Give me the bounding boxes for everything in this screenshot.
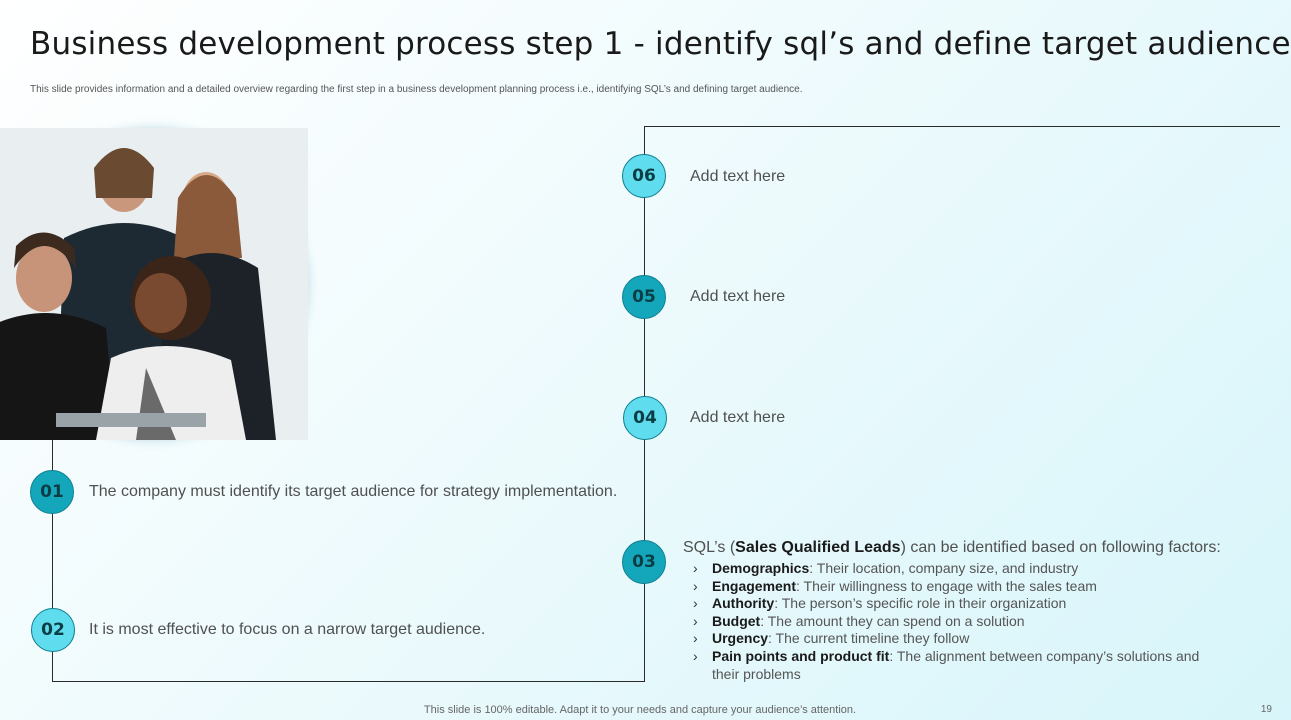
team-photo [0, 128, 308, 440]
step-04-badge: 04 [623, 396, 667, 440]
chevron-right-icon: › [693, 577, 698, 594]
factor-label: Engagement [712, 577, 797, 594]
timeline-top-line [644, 126, 1280, 127]
step-02-text: It is most effective to focus on a narro… [89, 621, 486, 638]
step-03-badge: 03 [622, 540, 666, 584]
factor-text: : The person’s specific role in their or… [774, 595, 1067, 612]
chevron-right-icon: › [693, 560, 698, 576]
step-03-content: SQL’s (Sales Qualified Leads) can be ide… [683, 538, 1223, 683]
page-subtitle: This slide provides information and a de… [30, 84, 803, 95]
step-06-text: Add text here [690, 168, 786, 185]
factor-text: : The alignment between company’s soluti… [712, 647, 1200, 682]
step-04-text: Add text here [690, 409, 786, 426]
factor-label: Budget [712, 612, 761, 629]
chevron-right-icon: › [693, 612, 698, 629]
footer-note: This slide is 100% editable. Adapt it to… [423, 704, 857, 716]
factor-text: : Their willingness to engage with the s… [796, 577, 1097, 594]
sql-factor-item: › Budget: The amount they can spend on a … [693, 613, 1223, 631]
chevron-right-icon: › [693, 595, 698, 612]
factor-text: : The amount they can spend on a solutio… [760, 612, 1025, 629]
factor-label: Pain points and product fit [712, 647, 890, 664]
factor-label: Demographics [712, 560, 810, 576]
factor-label: Authority [712, 595, 775, 612]
sql-intro-prefix: SQL’s ( [683, 539, 736, 556]
sql-factor-list: › Demographics: Their location, company s… [683, 560, 1223, 683]
sql-factor-item: › Authority: The person’s specific role i… [693, 595, 1223, 613]
sql-intro-suffix: ) can be identified based on following f… [900, 539, 1221, 556]
step-01-text: The company must identify its target aud… [89, 483, 618, 500]
step-02-badge: 02 [31, 608, 75, 652]
chevron-right-icon: › [693, 647, 698, 664]
sql-factor-item: › Pain points and product fit: The alignm… [693, 648, 1223, 683]
timeline-bottom-line [52, 681, 645, 682]
chevron-right-icon: › [693, 630, 698, 647]
timeline-left-vertical-line [52, 405, 53, 682]
step-06-badge: 06 [622, 154, 666, 198]
sql-factor-item: › Urgency: The current timeline they foll… [693, 630, 1223, 648]
sql-intro-bold: Sales Qualified Leads [735, 539, 901, 556]
page-number: 19 [1260, 704, 1272, 715]
step-01-badge: 01 [30, 470, 74, 514]
sql-intro: SQL’s (Sales Qualified Leads) can be ide… [683, 538, 1223, 557]
factor-text: : The current timeline they follow [768, 630, 970, 647]
sql-factor-item: › Engagement: Their willingness to engage… [693, 578, 1223, 596]
sql-factor-item: › Demographics: Their location, company s… [693, 560, 1223, 578]
step-05-text: Add text here [690, 288, 786, 305]
team-photo-icon [0, 128, 308, 440]
factor-label: Urgency [712, 630, 769, 647]
factor-text: : Their location, company size, and indu… [809, 560, 1079, 576]
step-05-badge: 05 [622, 275, 666, 319]
page-title: Business development process step 1 - id… [30, 26, 1291, 62]
